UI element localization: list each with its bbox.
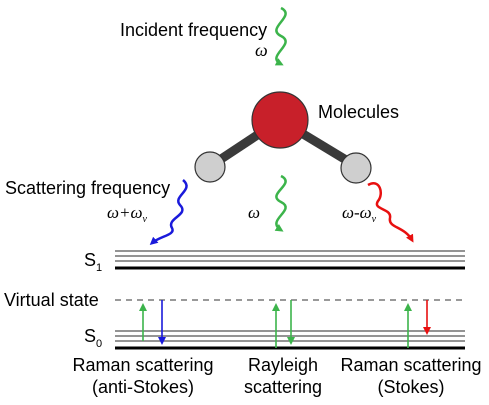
atom-left: [194, 151, 226, 183]
omega-incident-label: ω: [255, 40, 268, 60]
rayleigh-title-1: Rayleigh: [248, 355, 318, 375]
scattering-frequency-label: Scattering frequency: [5, 178, 170, 198]
anti-stokes-wave: [149, 179, 188, 245]
molecule: [194, 91, 372, 184]
stokes-wave: [367, 182, 414, 243]
omega-plus-label: ω+ωv: [107, 203, 147, 225]
s0-label: S0: [84, 326, 102, 350]
rayleigh-wave: [274, 174, 287, 232]
omega-minus-label: ω-ωv: [342, 203, 377, 225]
omega-rayleigh-label: ω: [248, 203, 260, 222]
anti-stokes-title-2: (anti-Stokes): [92, 377, 194, 397]
s0-sub: 0: [96, 338, 102, 350]
s1-label: S1: [84, 250, 102, 274]
s1-text: S: [84, 250, 96, 270]
virtual-state-label: Virtual state: [4, 290, 99, 310]
omega-minus-sub: v: [372, 214, 377, 225]
s1-levels: [115, 250, 465, 270]
stokes-title-2: (Stokes): [377, 377, 444, 397]
s0-text: S: [84, 326, 96, 346]
omega-plus-sub: v: [142, 214, 147, 225]
atom-right: [340, 152, 372, 184]
omega-minus-text: ω-ω: [342, 203, 372, 222]
incident-frequency-label: Incident frequency: [120, 20, 267, 40]
omega-plus-text: ω+ω: [107, 203, 142, 222]
s1-sub: 1: [96, 262, 102, 274]
atom-center: [251, 91, 309, 149]
anti-stokes-title-1: Raman scattering: [72, 355, 213, 375]
molecules-label: Molecules: [318, 102, 399, 122]
s0-levels: [115, 330, 465, 350]
incident-wave: [274, 6, 287, 66]
stokes-title-1: Raman scattering: [340, 355, 481, 375]
rayleigh-title-2: scattering: [244, 377, 322, 397]
